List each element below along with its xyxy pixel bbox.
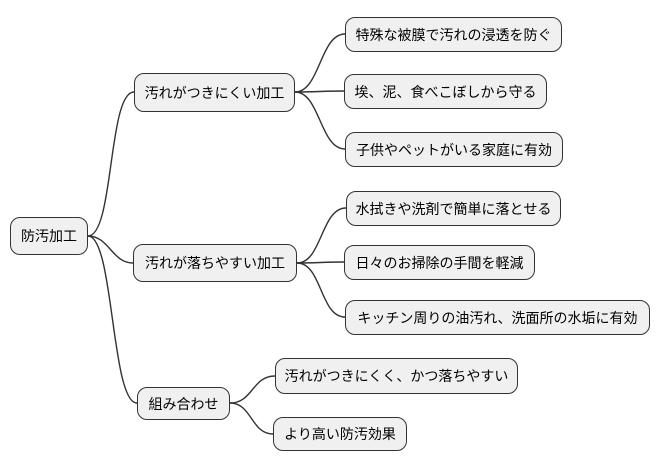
node-leaf-2-1: 水拭きや洗剤で簡単に落とせる xyxy=(346,191,561,226)
node-root: 防汚加工 xyxy=(10,217,88,255)
node-leaf-1-3: 子供やペットがいる家庭に有効 xyxy=(345,132,563,167)
node-leaf-2-3: キッチン周りの油汚れ、洗面所の水垢に有効 xyxy=(345,300,650,335)
node-leaf-3-2: より高い防汚効果 xyxy=(273,417,407,451)
connector-branch2-leaf3 xyxy=(296,262,346,318)
node-leaf-3-1: 汚れがつきにくく、かつ落ちやすい xyxy=(275,358,518,394)
connector-root-branch2 xyxy=(87,235,134,264)
connector-branch1-leaf2 xyxy=(294,90,345,93)
connector-branch2-leaf2 xyxy=(296,261,345,264)
connector-branch1-leaf3 xyxy=(294,91,346,150)
connector-branch2-leaf1 xyxy=(296,207,347,264)
node-leaf-1-2: 埃、泥、食べこぼしから守る xyxy=(344,74,547,109)
connector-root-branch3 xyxy=(87,235,138,404)
connector-root-branch1 xyxy=(87,91,135,237)
node-branch-2: 汚れが落ちやすい加工 xyxy=(133,244,297,282)
connector-branch3-leaf2 xyxy=(229,402,274,435)
connector-branch3-leaf1 xyxy=(229,375,276,404)
node-branch-3: 組み合わせ xyxy=(137,387,230,420)
node-branch-1: 汚れがつきにくい加工 xyxy=(134,73,295,112)
node-leaf-1-1: 特殊な被膜で汚れの浸透を防ぐ xyxy=(345,17,562,52)
connector-branch1-leaf1 xyxy=(294,33,346,93)
node-leaf-2-2: 日々のお掃除の手間を軽減 xyxy=(344,245,535,280)
